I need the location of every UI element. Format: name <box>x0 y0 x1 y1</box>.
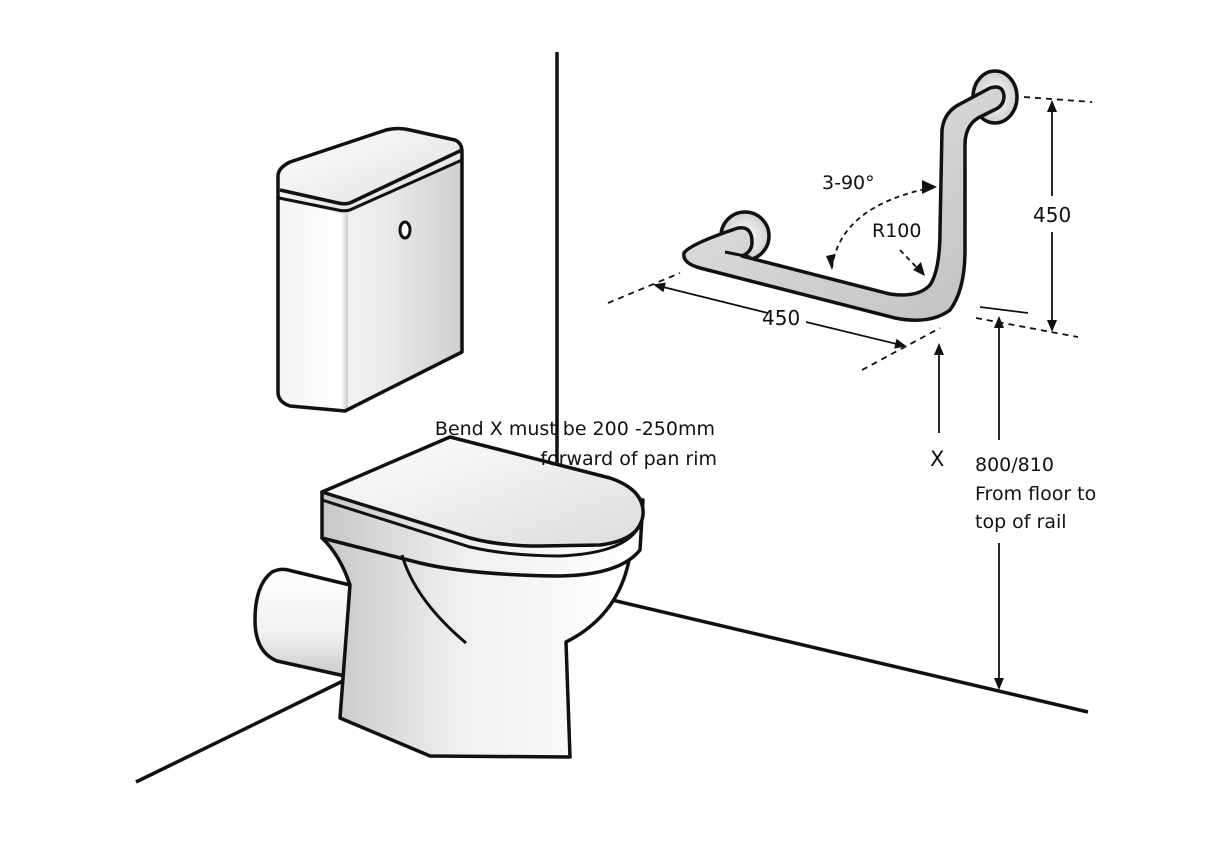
waste-pipe <box>253 567 352 678</box>
dimension-vertical <box>975 96 1093 338</box>
radius-label: R100 <box>872 220 922 242</box>
dimension-angle <box>826 180 937 276</box>
bend-note-line1: Bend X must be 200 -250mm <box>434 418 715 440</box>
height-value-label: 800/810 <box>975 454 1054 476</box>
height-note-line2: top of rail <box>975 511 1067 533</box>
toilet-pan <box>320 435 645 759</box>
cistern <box>276 126 464 413</box>
floor-lines <box>135 598 1089 784</box>
vertical-length-label: 450 <box>1033 203 1072 227</box>
flush-button-icon <box>398 220 412 240</box>
bend-x-marker: X <box>930 447 945 471</box>
bend-note-line2: forward of pan rim <box>540 448 717 470</box>
grab-rail <box>682 69 1019 322</box>
height-note-line1: From floor to <box>975 483 1097 505</box>
angle-label: 3-90° <box>822 172 875 194</box>
dimension-horizontal <box>607 272 941 371</box>
horizontal-length-label: 450 <box>762 306 801 330</box>
